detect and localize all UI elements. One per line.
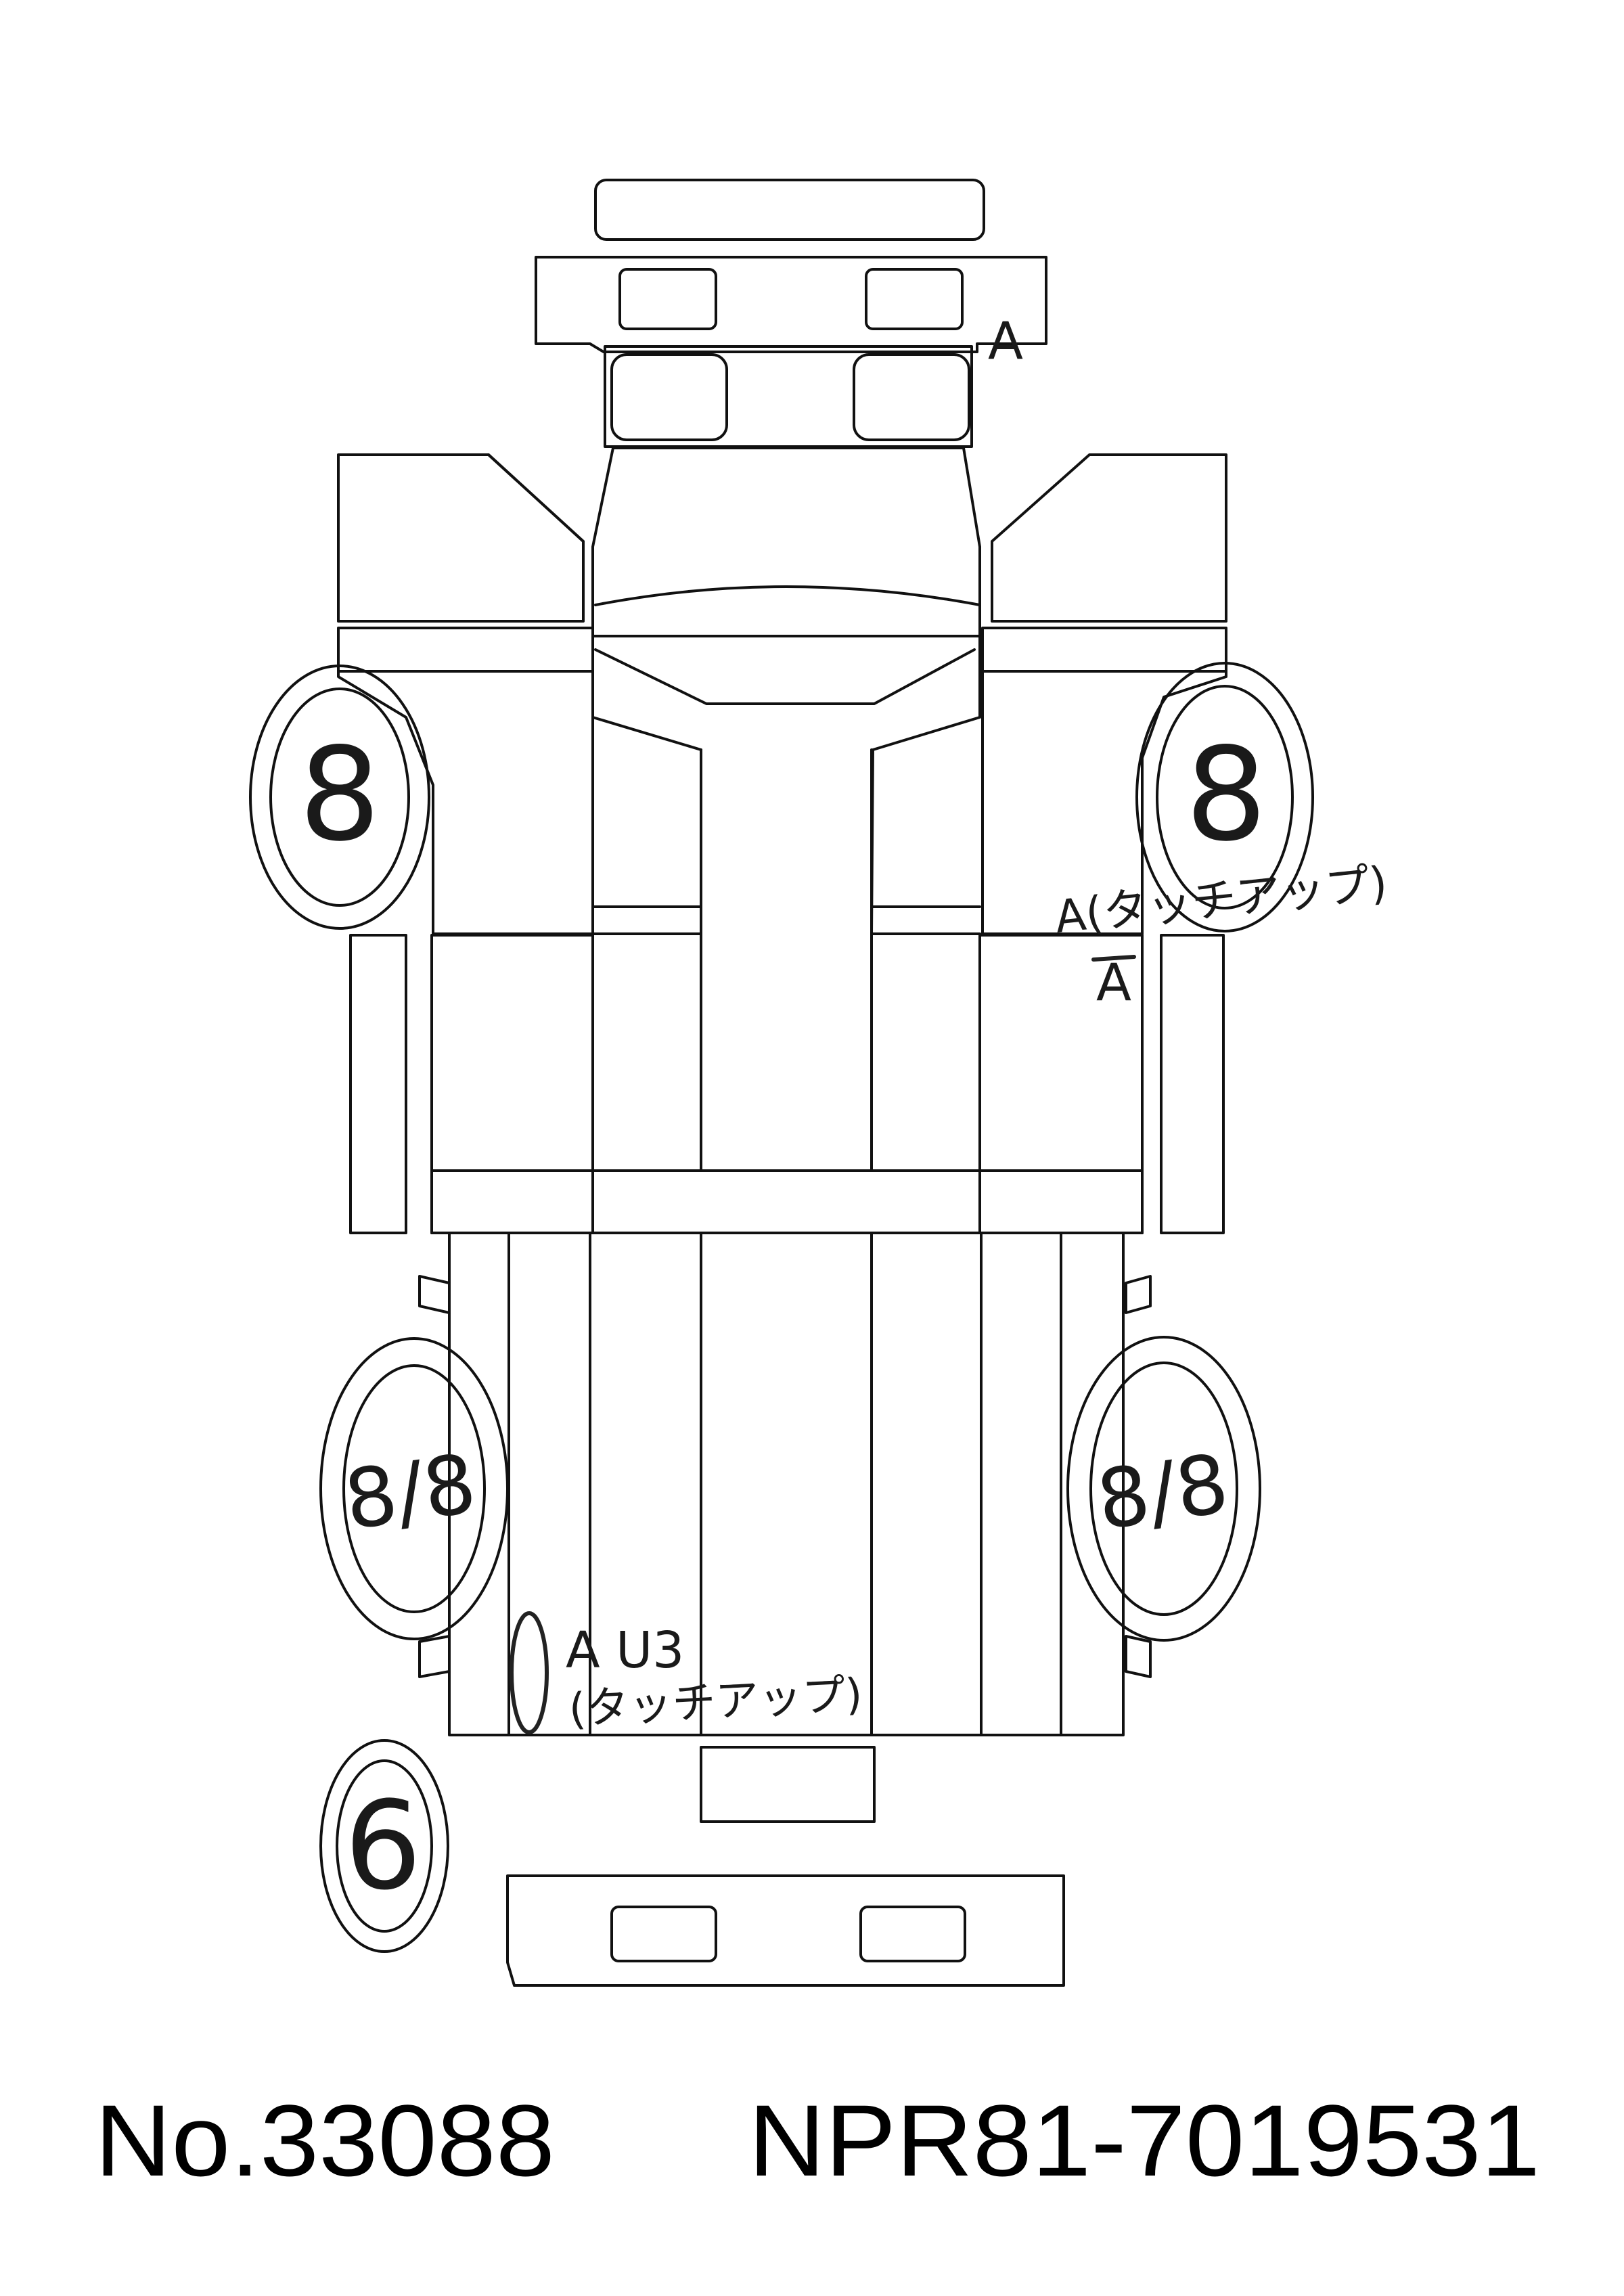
mark-right-door-underline xyxy=(1091,955,1136,962)
left-headlamp xyxy=(610,353,728,441)
rear-hitch xyxy=(700,1746,876,1823)
cab-roof-outline xyxy=(591,447,981,637)
right-cab-step xyxy=(981,627,1227,673)
left-cab-step xyxy=(337,627,594,673)
footer-chassis: NPR81-7019531 xyxy=(748,2084,1540,2197)
left-rear-tire xyxy=(319,1337,509,1640)
front-bumper-outline xyxy=(594,179,985,241)
front-panel-outline xyxy=(535,256,1047,353)
left-step-panel xyxy=(349,934,407,1234)
mid-left-panel xyxy=(430,934,594,1234)
left-fender-tab-top xyxy=(418,1275,451,1314)
mark-left-front-tire: 8 xyxy=(299,720,381,870)
rear-right-lamp xyxy=(859,1906,966,1962)
rear-bumper-outline xyxy=(506,1874,1065,1987)
mark-right-door-line2: A xyxy=(1096,952,1131,1012)
right-fender-tab-top xyxy=(1125,1275,1152,1314)
spare-tire xyxy=(319,1739,449,1953)
mark-right-rear-tire: 8/8 xyxy=(1091,1437,1234,1549)
cargo-bed-outline xyxy=(448,1232,1125,1736)
right-headlamp xyxy=(853,353,970,441)
left-door-outline xyxy=(337,453,585,623)
cab-back-inner xyxy=(594,648,976,705)
footer-number: No.33088 xyxy=(95,2084,555,2197)
left-side-sill xyxy=(337,670,594,935)
right-front-tire xyxy=(1135,662,1314,932)
mark-left-rear-tire: 8/8 xyxy=(339,1437,482,1549)
frame-cross-member xyxy=(430,1169,1144,1234)
left-door-crease xyxy=(487,453,585,543)
front-right-lamp xyxy=(865,268,964,330)
front-left-lamp xyxy=(618,268,717,330)
mark-right-front-tire: 8 xyxy=(1186,720,1267,870)
right-door-outline xyxy=(991,453,1227,623)
left-front-tire xyxy=(249,665,430,930)
front-headlamp-frame xyxy=(604,345,973,448)
mark-front-panel: A xyxy=(988,311,1023,371)
left-fender-tab-bottom xyxy=(418,1635,451,1678)
cab-back-panel xyxy=(591,635,981,1172)
right-step-panel xyxy=(1160,934,1225,1234)
mark-spare-tire: 6 xyxy=(344,1776,422,1917)
right-rear-tire xyxy=(1066,1336,1261,1642)
rear-left-lamp xyxy=(610,1906,717,1962)
right-fender-tab-bottom xyxy=(1125,1635,1152,1678)
cab-roof-windshield-curve xyxy=(594,585,981,606)
mark-left-rear-body-circle xyxy=(510,1611,549,1734)
mark-left-rear-body-main: A U3 xyxy=(566,1621,684,1680)
